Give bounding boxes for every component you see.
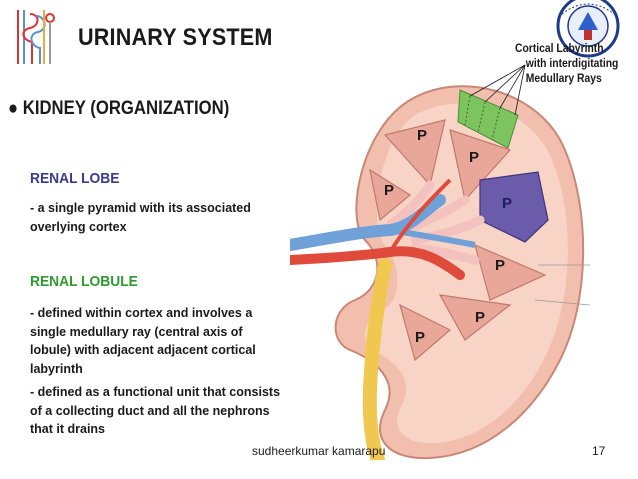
pyramid-label: P: [469, 149, 479, 166]
pyramid-label: P: [415, 329, 425, 346]
callout-line-3: Medullary Rays: [525, 73, 602, 85]
renal-lobule-heading: RENAL LOBULE: [30, 273, 138, 290]
ureter: [362, 258, 392, 460]
pyramid-label: P: [495, 257, 505, 274]
callout-line-1: Cortical Labyrinth: [515, 43, 604, 55]
kidney-organization-heading: ● KIDNEY (ORGANIZATION): [8, 98, 230, 119]
footer-author: sudheerkumar kamarapu: [252, 444, 386, 458]
renal-lobe-description: - a single pyramid with its associated o…: [30, 201, 251, 234]
renal-lobule-point-2: - defined as a functional unit that cons…: [30, 385, 281, 436]
nephron-illustration-icon: [17, 10, 55, 64]
cortical-labyrinth-callout: Cortical Labyrinth with interdigitating …: [515, 42, 618, 87]
slide-title: URINARY SYSTEM: [78, 24, 273, 51]
renal-lobe-highlight: [479, 171, 549, 243]
pyramid-label: P: [384, 182, 394, 199]
pyramid-label: P: [417, 127, 427, 144]
renal-lobe-heading: RENAL LOBE: [30, 170, 120, 187]
callout-line-2: with interdigitating: [525, 58, 619, 70]
renal-lobule-highlight: [457, 89, 519, 149]
pyramid-label: P: [475, 309, 485, 326]
college-seal-logo: [556, 0, 620, 58]
kidney-diagram: P P P P P P P: [290, 64, 591, 460]
page-number: 17: [592, 444, 606, 458]
pyramid-label: P: [502, 195, 512, 212]
renal-lobule-point-1: - defined within cortex and involves a s…: [30, 306, 256, 376]
